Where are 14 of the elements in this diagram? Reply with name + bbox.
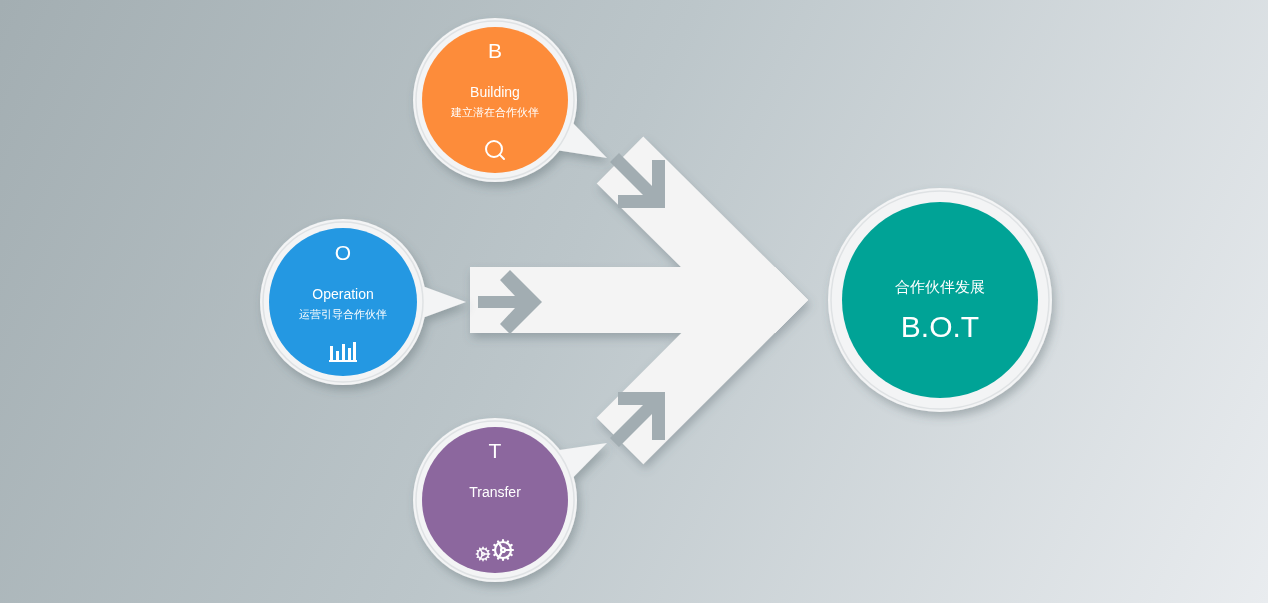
stage-name: Operation [312,287,374,301]
speech-bubble [260,219,466,385]
circle-subtitle: 合作伙伴发展 [895,277,985,297]
result-circle [828,188,1052,412]
speech-bubble [413,418,607,582]
stage-name: Transfer [469,485,521,499]
speech-bubble [413,18,607,182]
stage-letter: O [334,242,352,263]
stage-description: 运营引导合作伙伴 [299,309,387,320]
stage-description: 建立潜在合作伙伴 [451,107,539,118]
stage-letter: T [488,440,502,461]
stage-letter: B [488,40,502,61]
circle-title: B.O.T [900,312,980,342]
stage-name: Building [470,85,520,99]
